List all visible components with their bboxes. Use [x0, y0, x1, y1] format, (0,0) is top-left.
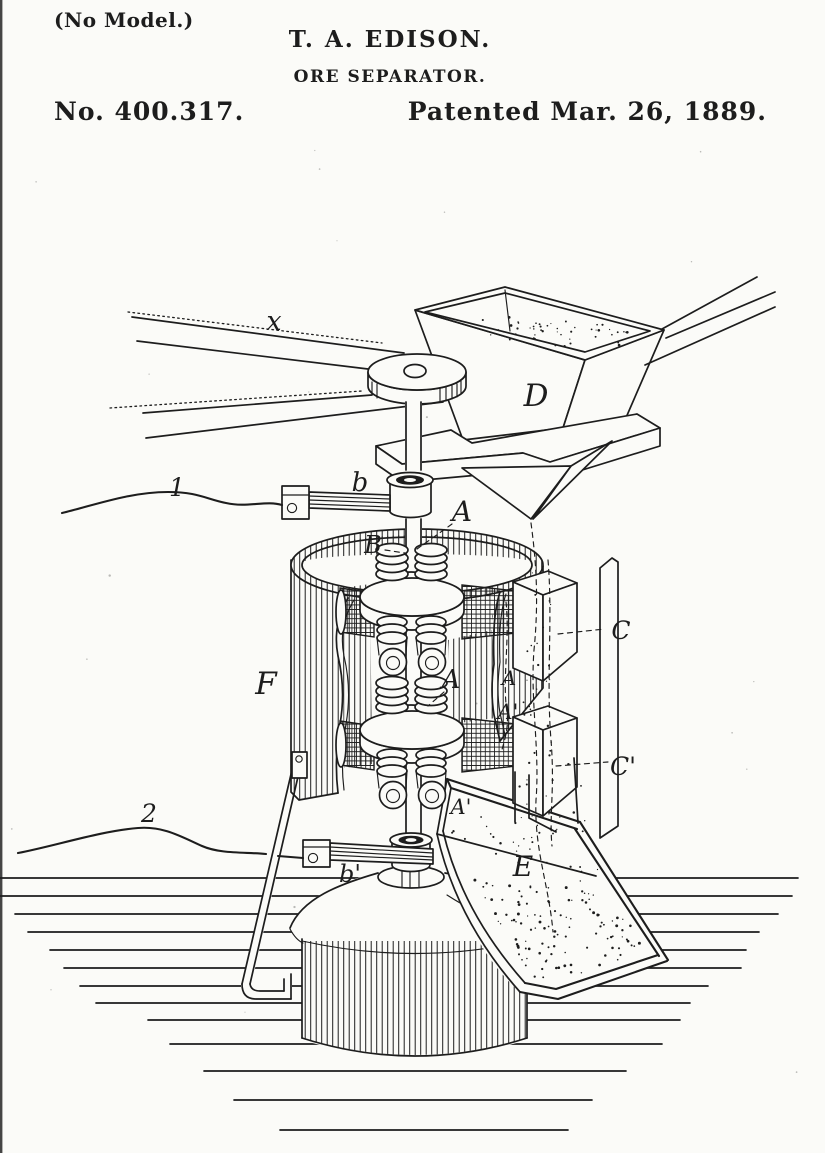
label-C-prime: C': [610, 752, 636, 781]
label-A-mid: A: [440, 665, 461, 695]
label-F: F: [254, 666, 278, 702]
upper-chute: [512, 570, 578, 682]
lower-brush: [16, 826, 434, 868]
feed-rod: [644, 276, 776, 366]
invention-title: ORE SEPARATOR.: [293, 67, 487, 87]
label-A-stream: A: [500, 666, 516, 690]
figure-labels: x D 1 b A B F A A A' C C' 2 b' A' E: [140, 306, 636, 888]
label-E: E: [512, 850, 533, 883]
leg-hinge-bracket: [291, 751, 308, 779]
collecting-tray: [436, 777, 670, 1001]
wire-1: [60, 490, 284, 515]
wire-2: [16, 826, 268, 856]
support-leg: [241, 767, 301, 1000]
header-center: T. A. EDISON. ORE SEPARATOR.: [240, 26, 540, 87]
label-A-upper: A: [449, 495, 472, 528]
pulley-hub-hole: [403, 363, 427, 379]
ore-in-tray: [451, 816, 641, 979]
label-D: D: [523, 378, 549, 414]
chute-back-panel: [599, 557, 619, 839]
label-B: B: [363, 531, 382, 559]
drive-belt: [109, 311, 444, 439]
ore-hopper: [414, 276, 776, 441]
tray-funnel-edges: [514, 757, 579, 833]
ore-in-hopper: [481, 316, 629, 348]
drive-pulley: [367, 353, 467, 405]
hopper-funnel: [461, 440, 613, 520]
lower-chute: [512, 705, 578, 817]
patent-number: No. 400.317.: [54, 97, 245, 126]
label-leaders: [384, 523, 609, 767]
label-x: x: [266, 306, 281, 337]
label-C: C: [611, 616, 630, 645]
label-b: b: [352, 468, 369, 498]
no-model-note: (No Model.): [54, 8, 194, 32]
upper-commutator: [386, 471, 434, 519]
upper-shaft: [405, 401, 422, 471]
patent-id-row: No. 400.317. Patented Mar. 26, 1889.: [54, 97, 767, 126]
hopper-shelf: [375, 413, 661, 483]
inventor-name: T. A. EDISON.: [288, 26, 492, 53]
label-b-prime: b': [339, 860, 361, 888]
patent-date: Patented Mar. 26, 1889.: [407, 97, 767, 126]
ore-stream: [500, 522, 599, 933]
upper-brush: [60, 485, 391, 520]
label-A-prime-stream: A': [496, 700, 519, 724]
label-1: 1: [169, 473, 185, 502]
casing-drum: [290, 518, 544, 847]
label-A-prime-low: A': [449, 795, 472, 819]
label-2: 2: [140, 799, 157, 828]
drum-interior-right: [448, 630, 496, 724]
